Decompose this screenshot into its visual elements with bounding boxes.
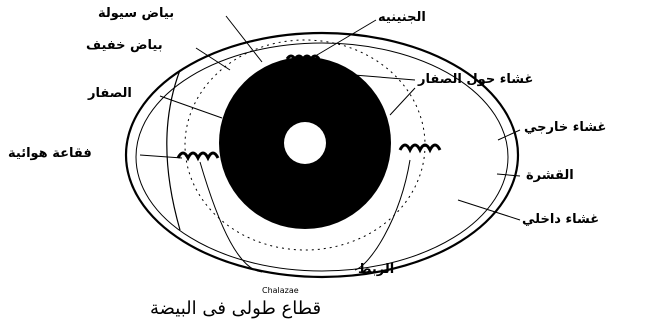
label-chalazae-en: Chalazae <box>262 286 299 295</box>
label-inner-membrane: غشاء داخلي <box>522 212 599 228</box>
label-outer-membrane: غشاء خارجي <box>524 120 606 136</box>
latebra-circle <box>284 122 326 164</box>
label-shell: القشرة <box>526 168 574 184</box>
air-cell-outline <box>167 70 180 230</box>
figure-caption: قطاع طولى فى البيضة <box>150 298 321 319</box>
label-chalaza: الربط <box>358 262 394 278</box>
label-air-cell: فقاعة هوائية <box>8 146 92 162</box>
label-yolk: الصفار <box>88 86 132 102</box>
left-chalaza <box>178 153 218 158</box>
label-thin-albumen-outer: بياض سيولة <box>98 6 174 22</box>
label-germinal-disc: الجنينيه <box>378 10 426 26</box>
label-vitelline-membrane: غشاء حول الصفار <box>418 72 533 88</box>
right-chalaza <box>400 145 440 150</box>
label-thin-albumen-inner: بياض خفيف <box>86 38 163 54</box>
